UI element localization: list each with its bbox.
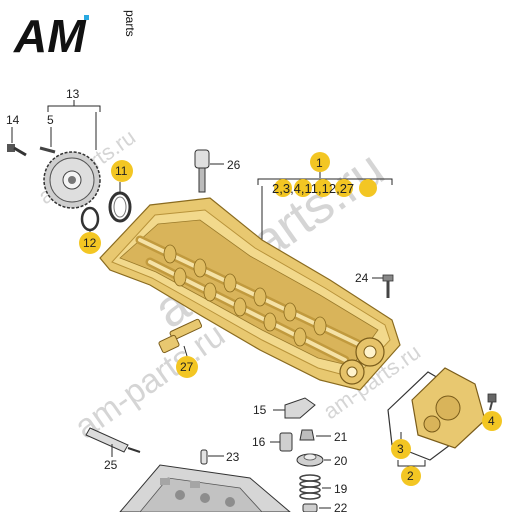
- callout-25: 25: [104, 458, 118, 472]
- callout-15: 15: [253, 403, 267, 417]
- seal-ring-11: [108, 191, 132, 223]
- valve-key-21: [299, 429, 315, 441]
- lash-adjuster-16: [279, 432, 293, 452]
- bracket-2: [397, 460, 426, 467]
- bolt-14: [7, 144, 27, 157]
- camshaft-sprocket: [43, 151, 101, 209]
- bolt-24: [382, 274, 394, 298]
- callout-24: 24: [355, 271, 369, 285]
- rocker-arm-15: [284, 397, 316, 419]
- callout-26: 26: [227, 158, 241, 172]
- sensor-27: [158, 318, 203, 354]
- callout-11-badge: [111, 160, 133, 182]
- end-cover: [411, 367, 486, 449]
- callout-16: 16: [252, 435, 266, 449]
- callout-1-sub-badges: [274, 179, 377, 197]
- bracket-13: [47, 105, 101, 112]
- logo-dot: [84, 15, 89, 20]
- callout-3-badge: [391, 439, 411, 459]
- am-parts-logo: AM parts: [13, 10, 137, 62]
- leader-27: [183, 345, 188, 357]
- callout-1-sub: 2,3,4,11,12,27: [272, 181, 354, 196]
- sensor-26: [194, 149, 210, 193]
- callout-2: 2: [407, 469, 414, 483]
- callout-4-badge: [482, 411, 502, 431]
- callout-20: 20: [334, 454, 348, 468]
- callout-13: 13: [66, 87, 80, 101]
- camshaft-housing: [99, 197, 401, 391]
- callout-22: 22: [334, 501, 348, 512]
- bracket-1: [257, 178, 393, 185]
- watermark-3: am-parts.ru: [68, 316, 232, 447]
- seal-ring-12: [80, 206, 100, 232]
- dowel-pin-23: [200, 449, 208, 465]
- callout-21: 21: [334, 430, 348, 444]
- valve-spring-19: [299, 474, 321, 500]
- callout-12: 12: [83, 236, 97, 250]
- callout-27-badge: [176, 356, 198, 378]
- tool-25: [85, 427, 141, 453]
- logo-sub: parts: [123, 10, 137, 37]
- callout-19: 19: [334, 482, 348, 496]
- bolt-4: [487, 393, 497, 411]
- callout-23: 23: [226, 450, 240, 464]
- callout-4: 4: [488, 414, 495, 428]
- callout-1-badge: [310, 152, 330, 172]
- pin-5: [39, 146, 56, 154]
- callout-12-badge: [79, 232, 101, 254]
- spring-retainer-20: [296, 453, 324, 467]
- callout-27: 27: [180, 360, 194, 374]
- callout-14: 14: [6, 113, 20, 127]
- callout-5: 5: [47, 113, 54, 127]
- cylinder-head: [119, 464, 291, 512]
- callout-2-badge: [401, 466, 421, 486]
- callout-1: 1: [316, 156, 323, 170]
- valve-seal-22: [302, 503, 318, 512]
- logo-mark: AM: [13, 10, 87, 62]
- callout-11: 11: [115, 164, 128, 178]
- callout-3: 3: [397, 442, 404, 456]
